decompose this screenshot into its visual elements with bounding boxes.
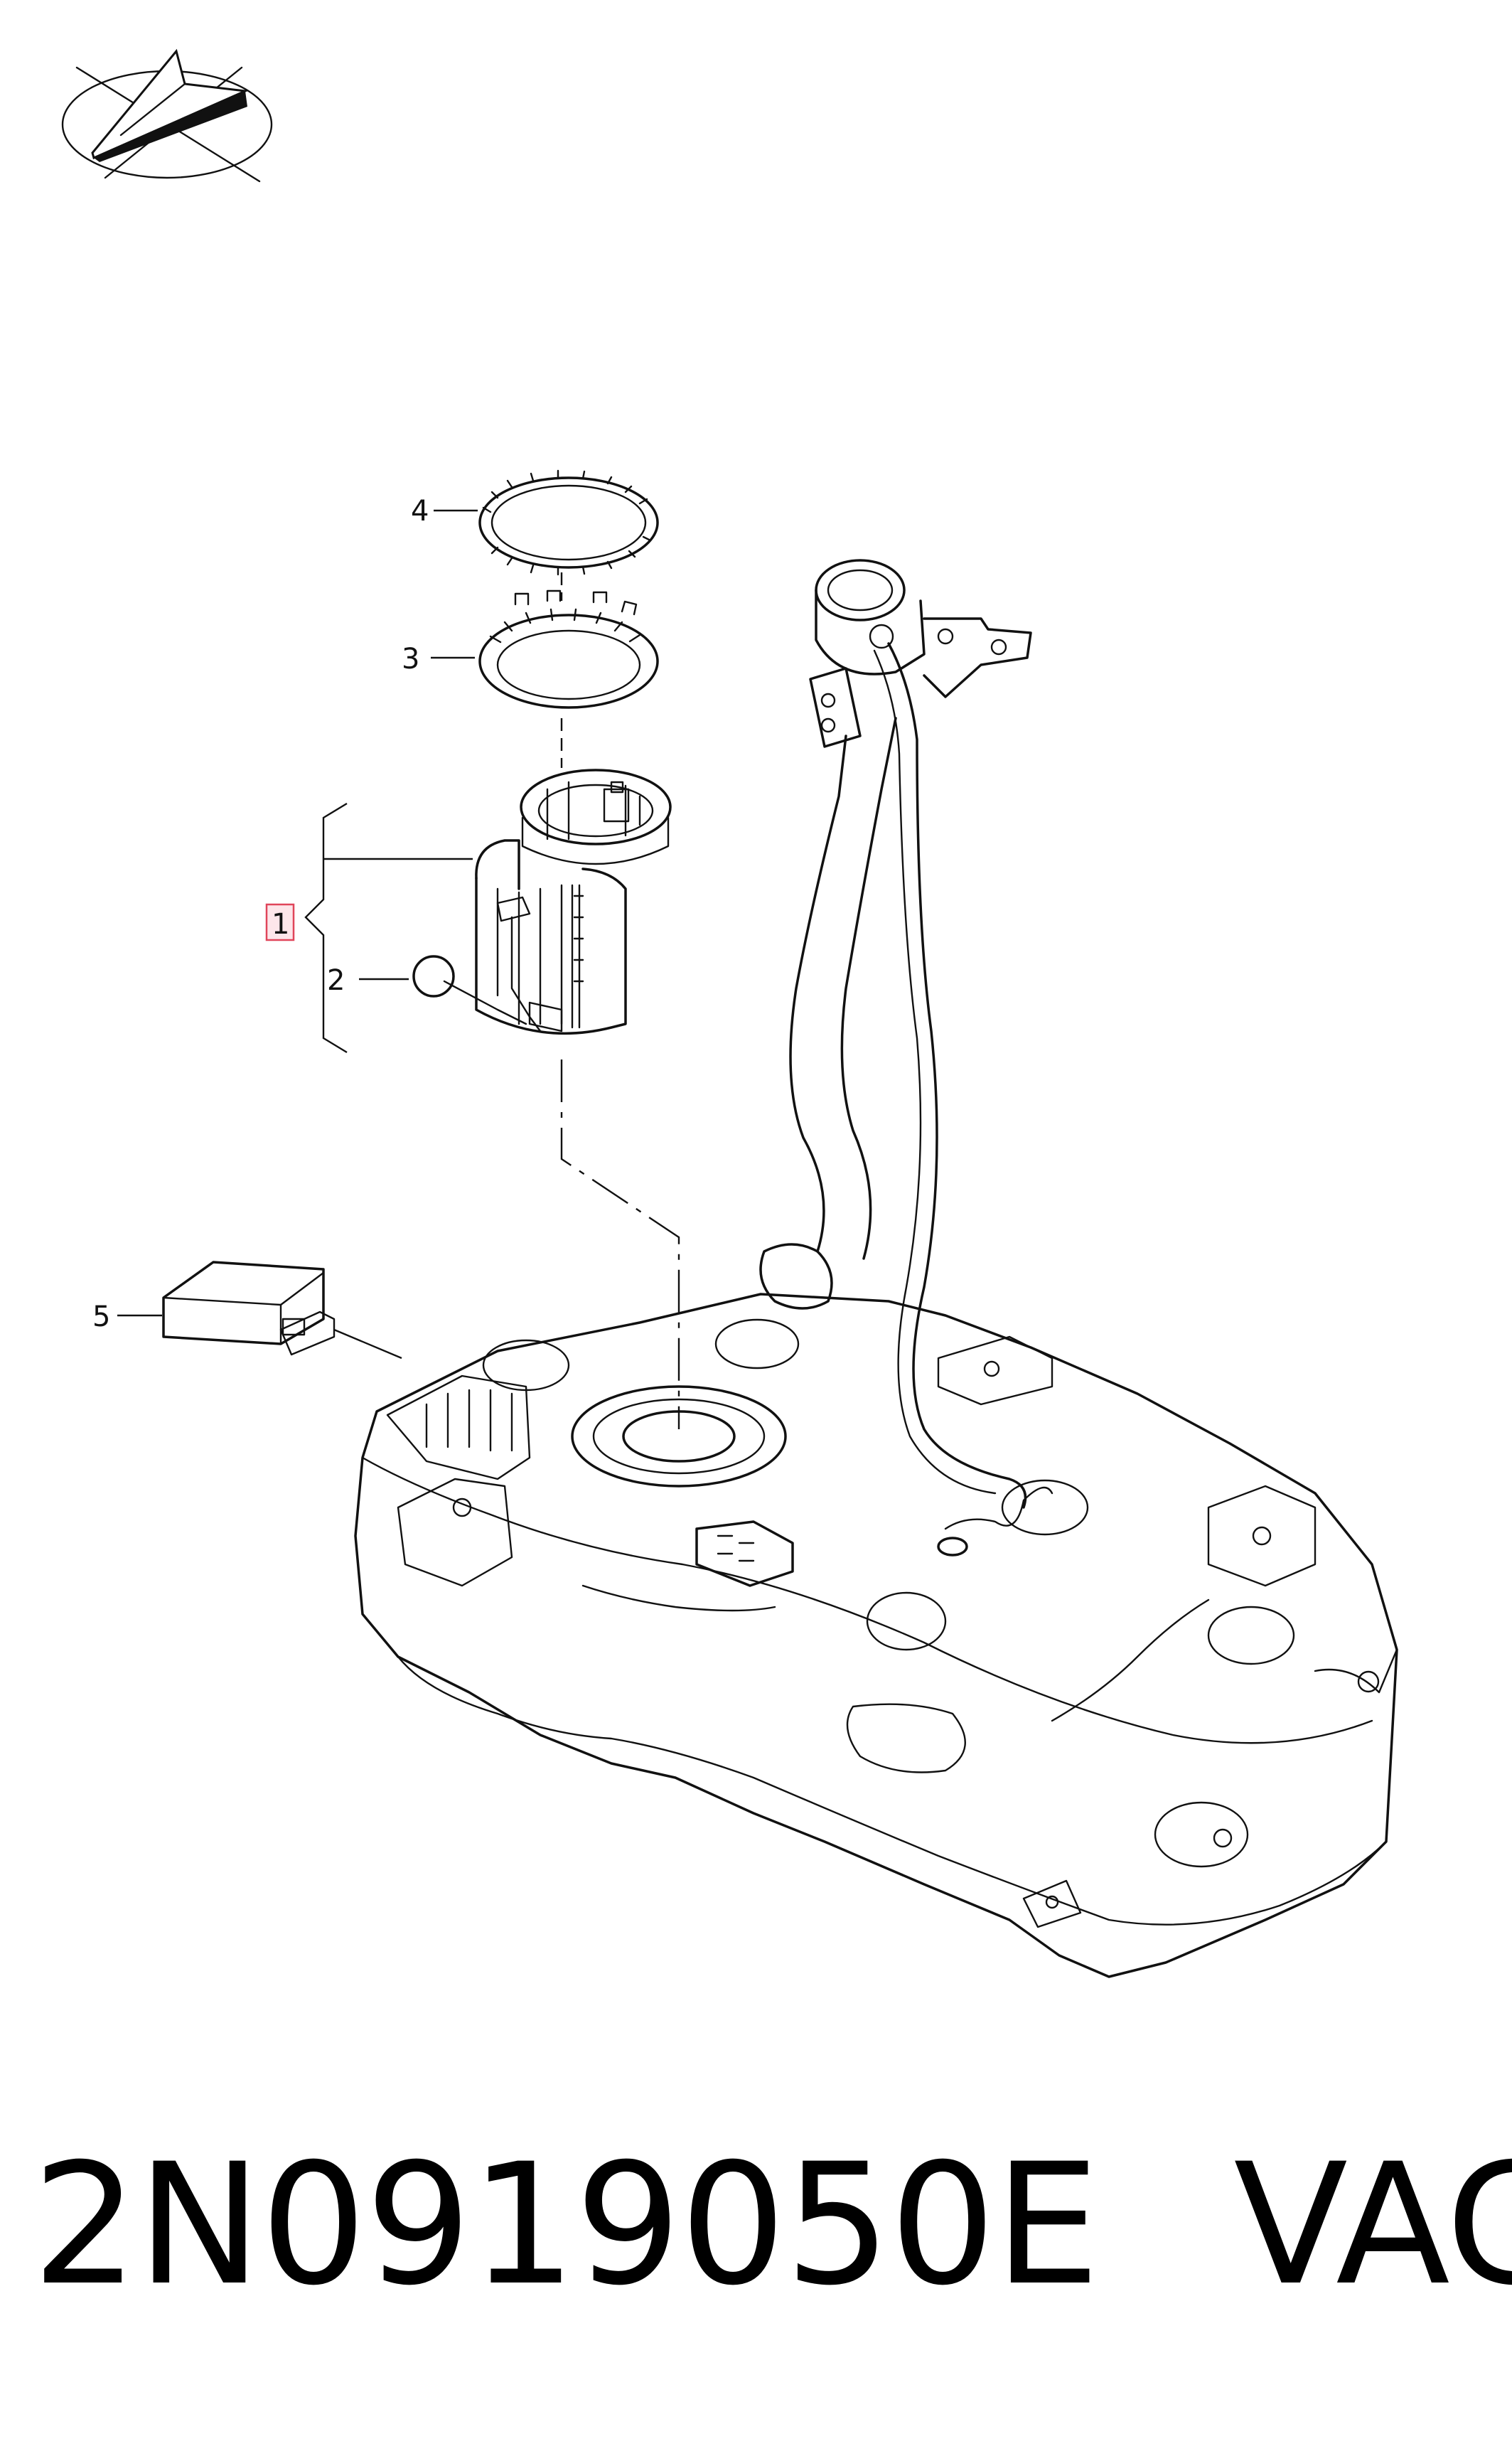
callout-3-label: 3 bbox=[402, 643, 419, 676]
part-1-fuel-pump-module[interactable] bbox=[475, 769, 672, 1035]
part-number: 2N0919050E bbox=[32, 2128, 1100, 2322]
paper-plane-logo-icon bbox=[61, 48, 273, 183]
part-3-locking-ring[interactable] bbox=[478, 589, 659, 709]
callout-5-label: 5 bbox=[92, 1301, 110, 1333]
part-number-footer: 2N0919050E VAG bbox=[32, 2119, 1512, 2332]
fuel-tank[interactable] bbox=[354, 1293, 1398, 1978]
brand-name: VAG bbox=[1233, 2128, 1512, 2322]
part-5-control-unit[interactable] bbox=[162, 1261, 336, 1356]
filler-neck-assembly[interactable] bbox=[759, 559, 1032, 1509]
callout-2-label: 2 bbox=[327, 964, 345, 997]
callout-1-label: 1 bbox=[272, 908, 289, 941]
callout-1-highlight[interactable]: 1 bbox=[265, 903, 295, 941]
callout-4-label: 4 bbox=[411, 495, 429, 528]
part-4-seal-ring[interactable] bbox=[478, 469, 659, 576]
part-2-fuel-level-sender[interactable] bbox=[412, 955, 527, 1025]
